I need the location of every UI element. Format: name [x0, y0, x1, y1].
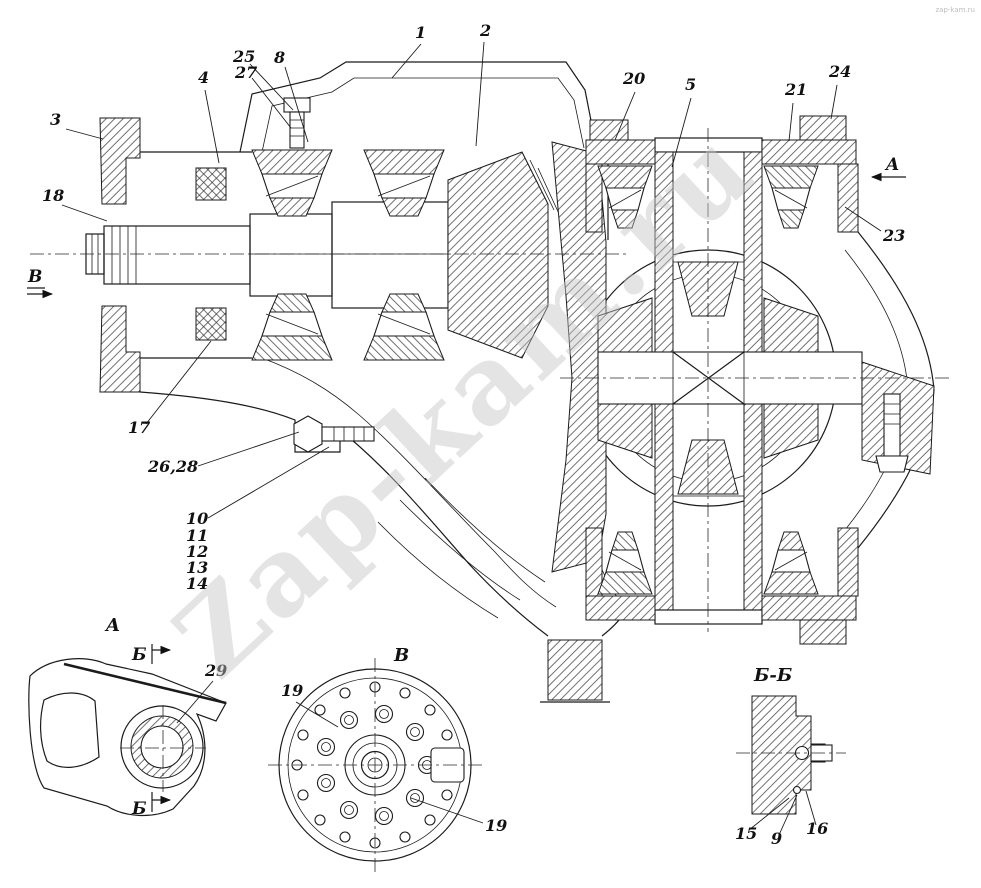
input-flange	[99, 117, 141, 393]
section-bb-view	[751, 695, 833, 815]
drive-shaft	[85, 201, 449, 309]
direction-label-a: A	[884, 155, 899, 175]
center-lines	[30, 128, 950, 872]
callout-20: 20	[622, 69, 645, 88]
main-section-view	[85, 61, 935, 703]
callout-16: 16	[806, 819, 828, 838]
section-mark-top: Б	[131, 645, 147, 665]
right-bracket	[861, 361, 935, 475]
callout-11: 11	[186, 526, 208, 545]
leader-lines	[61, 41, 882, 836]
callout-23: 23	[882, 226, 905, 245]
callout-12: 12	[186, 542, 208, 561]
callout-29: 29	[204, 661, 227, 680]
callout-19-bottom: 19	[485, 816, 507, 835]
callout-2: 2	[479, 21, 491, 40]
callout-17: 17	[128, 418, 150, 437]
callout-5: 5	[685, 75, 696, 94]
adjusting-bolt	[293, 415, 375, 453]
pinion-taper-bearings	[251, 149, 445, 361]
callout-24: 24	[828, 62, 851, 81]
callout-9: 9	[771, 829, 782, 848]
callout-26-28: 26,28	[147, 457, 198, 476]
rim-holes	[291, 681, 459, 849]
callout-21: 21	[784, 80, 807, 99]
section-mark-bottom: Б	[131, 799, 147, 819]
callout-19-left: 19	[281, 681, 303, 700]
callout-25: 25	[232, 47, 255, 66]
callout-15: 15	[735, 824, 757, 843]
bearing-cap-flanges	[585, 115, 859, 645]
view-b-title: В	[393, 645, 409, 666]
callout-13: 13	[186, 558, 208, 577]
callout-14: 14	[186, 574, 208, 593]
callout-27: 27	[234, 63, 257, 82]
callout-18: 18	[42, 186, 64, 205]
direction-label-b: В	[27, 267, 42, 287]
watermark-corner-text: zap-kam.ru	[935, 6, 975, 14]
annotations: A В A В Б-Б Б Б	[27, 155, 906, 819]
bevel-gear-pair	[447, 141, 607, 573]
callout-3: 3	[50, 110, 61, 129]
callout-10: 10	[186, 509, 208, 528]
shaft-seals	[195, 167, 227, 341]
view-a-title: A	[104, 615, 120, 636]
callout-4: 4	[198, 68, 209, 87]
callouts: 1 2 25 27 8 4 3 18 20 5 21 24 23 17 26,2…	[42, 21, 905, 848]
section-bb-title: Б-Б	[753, 665, 792, 686]
callout-1: 1	[415, 23, 426, 42]
view-a-fork	[28, 658, 227, 817]
callout-8: 8	[273, 48, 285, 67]
